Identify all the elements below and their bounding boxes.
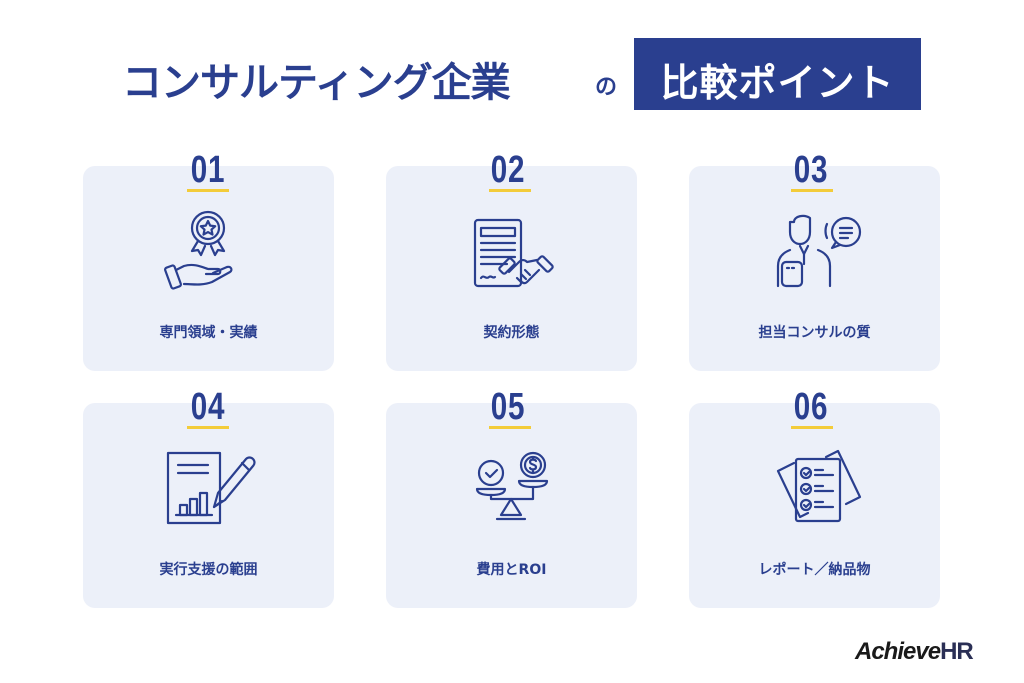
award-medal-hand-icon (158, 206, 258, 296)
point-number: 06 (793, 386, 829, 428)
document-chart-pen-icon (158, 443, 258, 533)
point-number: 01 (190, 149, 226, 191)
point-number: 04 (190, 386, 226, 428)
point-card-05: 費用とROI (386, 403, 637, 608)
point-card-03: 担当コンサルの質 (689, 166, 940, 371)
achievehr-logo: AchieveHR (855, 638, 974, 665)
title-particle: の (595, 75, 618, 100)
checklist-report-icon (764, 443, 864, 533)
point-card-01: 専門領域・実績 (83, 166, 334, 371)
point-label: 契約形態 (483, 325, 540, 341)
point-number: 05 (490, 386, 526, 428)
number-underline (187, 189, 229, 192)
consultant-speech-bubble-icon (764, 206, 864, 296)
point-card-04: 実行支援の範囲 (83, 403, 334, 608)
title-highlight: 比較ポイント (660, 61, 895, 105)
number-underline (489, 426, 531, 429)
title-main: コンサルティング企業 (122, 60, 511, 106)
number-underline (791, 426, 833, 429)
point-label: レポート／納品物 (758, 562, 871, 578)
point-label: 実行支援の範囲 (159, 562, 258, 578)
point-label: 専門領域・実績 (159, 325, 258, 341)
number-underline (791, 189, 833, 192)
title-highlight-box: 比較ポイント (634, 38, 921, 110)
point-label: 費用とROI (476, 562, 547, 578)
point-number: 03 (793, 149, 829, 191)
number-underline (187, 426, 229, 429)
point-card-06: レポート／納品物 (689, 403, 940, 608)
point-number: 02 (490, 149, 526, 191)
page-title: コンサルティング企業 の 比較ポイント (0, 38, 1024, 110)
balance-scale-dollar-icon (461, 443, 561, 533)
number-underline (489, 189, 531, 192)
point-card-02: 契約形態 (386, 166, 637, 371)
contract-handshake-icon (461, 206, 561, 296)
point-label: 担当コンサルの質 (758, 325, 871, 341)
